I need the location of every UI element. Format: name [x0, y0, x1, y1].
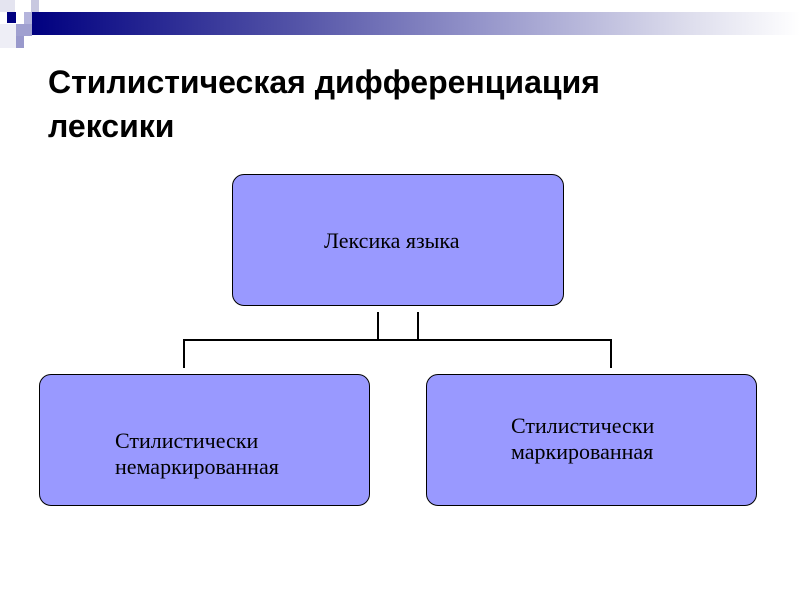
title-line: лексики — [48, 108, 175, 144]
title-line: Стилистическая дифференциация — [48, 64, 600, 100]
decor-square — [16, 36, 24, 48]
decor-square — [7, 12, 16, 23]
connector — [183, 339, 612, 341]
left-node-label: немаркированная — [115, 454, 279, 479]
connector — [417, 312, 419, 341]
root-node: Лексика языка — [232, 174, 564, 306]
right-node-label: Стилистически — [511, 413, 655, 438]
connector — [377, 312, 379, 341]
slide-title: Стилистическая дифференциация лексики — [48, 60, 600, 148]
decor-square — [0, 0, 15, 12]
decor-square — [16, 24, 32, 36]
connector — [183, 339, 185, 368]
decor-square — [0, 24, 16, 48]
root-node-label: Лексика языка — [324, 228, 460, 253]
header-gradient-bar — [32, 12, 800, 35]
connector — [610, 339, 612, 368]
decor-square — [31, 0, 39, 12]
left-node-label: Стилистически — [115, 428, 259, 453]
left-node: Стилистически немаркированная — [39, 374, 370, 506]
right-node: Стилистически маркированная — [426, 374, 757, 506]
right-node-label: маркированная — [511, 439, 654, 464]
